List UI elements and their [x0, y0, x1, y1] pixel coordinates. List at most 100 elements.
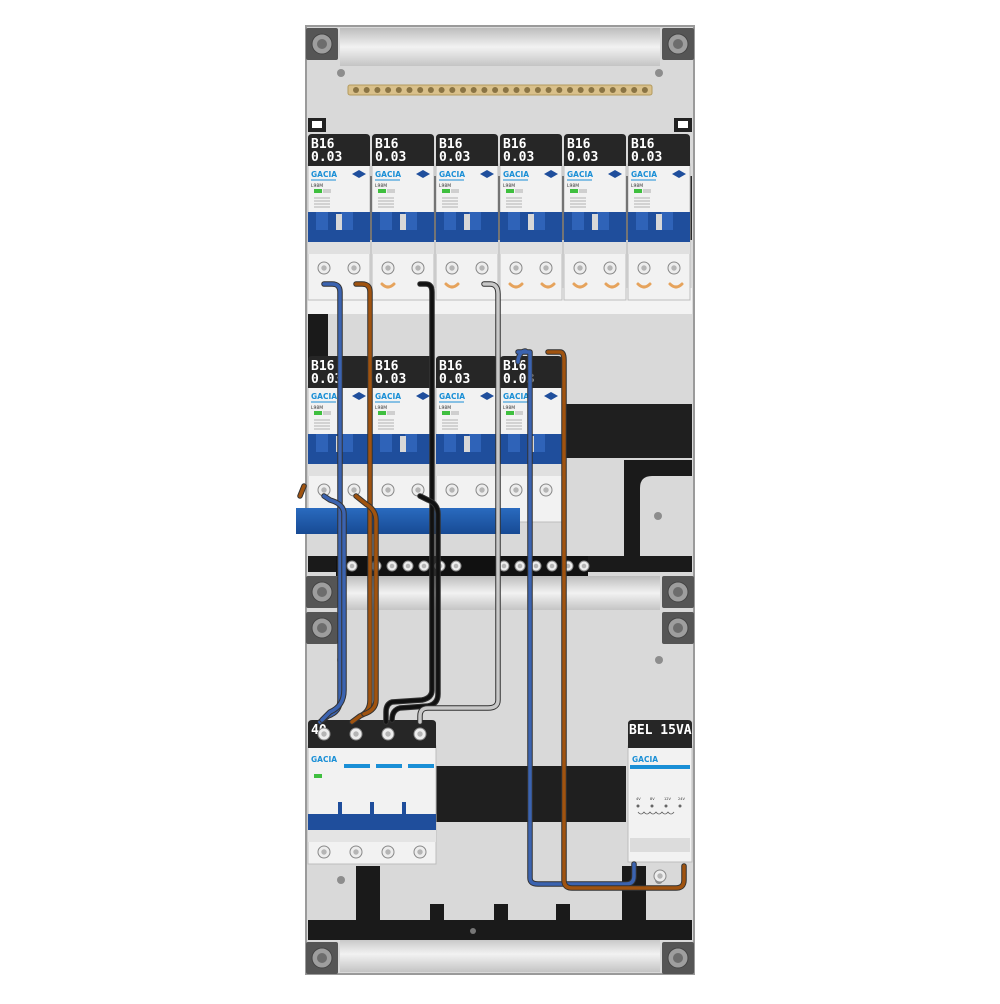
toggle-handle[interactable] [533, 434, 545, 452]
breaker-model: L98M [311, 183, 323, 189]
mounting-corners [306, 28, 694, 974]
breaker-row-1: B160.03GACIAL98MB160.03GACIAL98MB160.03G… [307, 134, 691, 301]
toggle-handle[interactable] [341, 212, 353, 230]
toggle-handle[interactable] [380, 434, 392, 452]
wire-stub [444, 282, 460, 289]
breaker-brand: GACIA [503, 392, 529, 401]
status-indicator [378, 411, 386, 415]
terminal-screw [498, 560, 510, 572]
terminal-screw [450, 560, 462, 572]
breaker-brand: GACIA [439, 392, 465, 401]
busbar-hole [470, 87, 477, 93]
breaker-rating: B16 [311, 137, 335, 152]
toggle-handle[interactable] [469, 434, 481, 452]
terminal-screw [539, 261, 553, 275]
terminal-screw [317, 845, 331, 859]
breaker-sensitivity: 0.03 [375, 150, 406, 165]
toggle-handle[interactable] [597, 212, 609, 230]
busbar-hole [588, 87, 595, 93]
corner-mount [662, 942, 694, 974]
bottom-earth-bar [308, 866, 692, 940]
bottom-bar-holes [470, 928, 476, 934]
wire-blue-1 [318, 282, 342, 724]
breaker-brand: GACIA [567, 170, 593, 179]
corner-mount [662, 28, 694, 60]
busbar-hole [481, 87, 488, 93]
busbar-hole [620, 87, 627, 93]
toggle-handle[interactable] [316, 434, 328, 452]
wire-brown-2 [298, 484, 378, 716]
breaker-model: L98M [503, 405, 515, 411]
toggle-handle[interactable] [405, 212, 417, 230]
breaker-model: L98M [567, 183, 579, 189]
toggle-handle[interactable] [380, 212, 392, 230]
toggle-handle[interactable] [316, 212, 328, 230]
breaker-sensitivity: 0.03 [311, 150, 342, 165]
terminal-screw [381, 261, 395, 275]
wire-stub [572, 282, 588, 289]
breaker-sensitivity: 0.03 [375, 372, 406, 387]
breaker-row-2: B160.03GACIAL98MB160.03GACIAL98MB160.03G… [307, 356, 563, 523]
status-indicator [506, 411, 514, 415]
terminal-screw [578, 560, 590, 572]
terminal-screw [603, 261, 617, 275]
toggle-handle[interactable] [508, 212, 520, 230]
transformer-tap-label: 4V [636, 797, 641, 801]
brand-logo-icon [544, 170, 558, 178]
bottom-rail-cover [340, 936, 660, 972]
comb-busbar[interactable] [296, 508, 520, 534]
terminal-screw [509, 261, 523, 275]
wire-black-1 [384, 282, 434, 724]
toggle-handle[interactable] [444, 434, 456, 452]
busbar-hole [534, 87, 541, 93]
terminal-screw [418, 560, 430, 572]
toggle-handle[interactable] [572, 212, 584, 230]
terminal-screw [475, 261, 489, 275]
neutral-busbar [347, 84, 653, 96]
brand-logo-icon [416, 392, 430, 400]
brand-logo-icon [352, 170, 366, 178]
busbar-hole [353, 87, 359, 93]
busbar-hole [385, 87, 392, 93]
main-switch[interactable]: 40GACIA [307, 720, 437, 865]
toggle-handle[interactable] [341, 434, 353, 452]
breaker-rating: B16 [503, 359, 527, 374]
terminal-screw [411, 261, 425, 275]
toggle-handle[interactable] [508, 434, 520, 452]
breaker-rating: B16 [439, 137, 463, 152]
toggle-handle[interactable] [661, 212, 673, 230]
breaker-rating: B16 [375, 137, 399, 152]
toggle-handle[interactable] [533, 212, 545, 230]
panel-screw [337, 69, 345, 77]
terminal-screw [347, 261, 361, 275]
wire-blue-bell [516, 349, 636, 886]
toggle-handle[interactable] [405, 434, 417, 452]
wire-brown-bell [546, 350, 686, 890]
wiring [297, 281, 687, 891]
transformer-tap-label: 12V [664, 797, 671, 801]
toggle-handle[interactable] [636, 212, 648, 230]
toggle-handle[interactable] [469, 212, 481, 230]
brand-logo-icon [416, 170, 430, 178]
brand-logo-icon [544, 392, 558, 400]
status-indicator [314, 189, 322, 193]
panel-screw [654, 512, 662, 520]
busbar-hole [438, 87, 445, 93]
busbar-hole [395, 87, 402, 93]
toggle-handle[interactable] [444, 212, 456, 230]
status-indicator [634, 189, 642, 193]
panel-screw [655, 656, 663, 664]
breaker-brand: GACIA [631, 170, 657, 179]
din-clip-right-inner [678, 121, 688, 128]
busbar-hole [417, 87, 424, 93]
brand-logo-icon [672, 170, 686, 178]
